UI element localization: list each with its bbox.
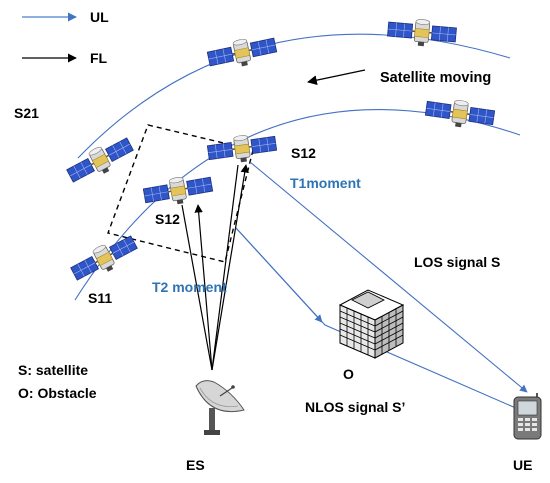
los-signal-path [249, 161, 528, 393]
es-label: ES [186, 457, 205, 473]
legend: UL FL [22, 9, 109, 66]
t2-moment-label: T2 moment [152, 279, 227, 295]
obstacle-marker-label: O [343, 366, 354, 382]
key-satellite-definition: S: satellite [18, 362, 88, 378]
inner-orbit [74, 109, 521, 301]
key-obstacle-definition: O: Obstacle [18, 385, 97, 401]
fl-path-es-left [181, 204, 213, 371]
satellite-icon-s12-t1 [205, 130, 279, 168]
fl-path-es-to-s12-t2 [194, 204, 213, 371]
dish-antenna-icon [195, 380, 245, 435]
s21-label: S21 [14, 105, 39, 121]
satellite-icon-s21 [63, 132, 138, 190]
fl-path-es-right [211, 164, 239, 371]
ue-label: UE [513, 457, 532, 473]
coverage-area-dashed-box [107, 124, 254, 263]
s12-label-t1: S12 [291, 145, 316, 161]
satellite-moving-label: Satellite moving [380, 70, 491, 86]
nlos-signal-label: NLOS signal S’ [305, 399, 405, 415]
nlos-signal-arrow [235, 227, 323, 323]
fl-legend-label: FL [90, 50, 108, 66]
satellite-icon-s11 [67, 230, 142, 288]
s11-label: S11 [88, 290, 112, 306]
ul-legend-label: UL [90, 9, 109, 25]
satellite-icon-s12-t2 [141, 171, 215, 211]
satellite-moving-arrow [307, 69, 366, 85]
mobile-phone-icon [513, 393, 542, 440]
los-signal-label: LOS signal S [414, 254, 500, 270]
satellite-icon [205, 31, 279, 74]
satellite-icon [386, 15, 458, 50]
t1-moment-label: T1moment [290, 175, 361, 191]
building-icon [338, 289, 405, 359]
satellite-icon [423, 95, 497, 133]
s12-label-t2: S12 [155, 211, 180, 227]
fl-path-es-to-s12-t1 [211, 164, 249, 371]
